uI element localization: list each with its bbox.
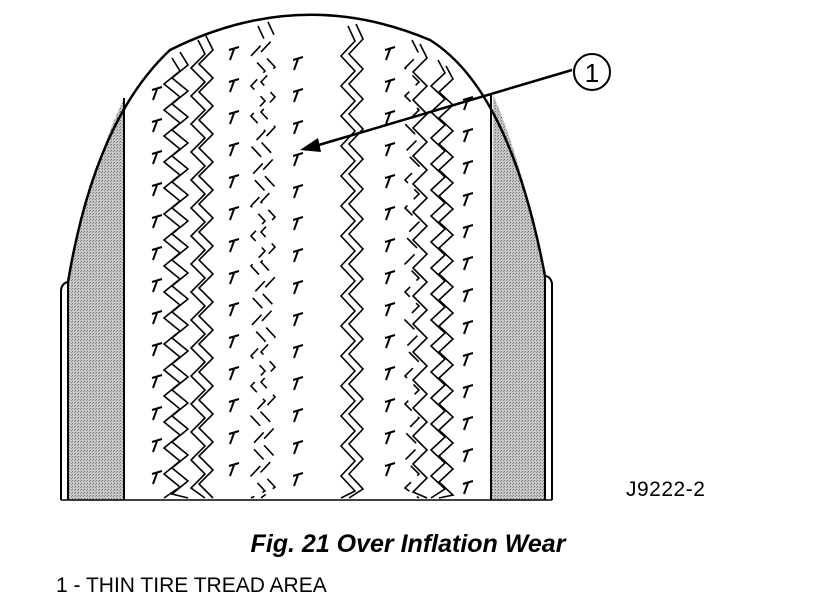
sipe-mark — [228, 398, 240, 413]
tread-groove — [429, 59, 447, 499]
sipe-mark — [228, 270, 240, 285]
sipe-mark — [462, 160, 474, 175]
sipe-mark — [151, 86, 163, 101]
tread-groove — [189, 39, 207, 499]
right-sidewall — [544, 274, 553, 500]
sipe-mark — [292, 152, 304, 167]
sipe-mark — [384, 142, 396, 157]
sipe-mark — [151, 150, 163, 165]
sipe-mark — [292, 248, 304, 263]
tread-groove — [437, 65, 455, 499]
sipe-mark — [384, 270, 396, 285]
sipe-mark — [384, 334, 396, 349]
legend-item: 1 - THIN TIRE TREAD AREA — [56, 574, 327, 597]
sipe-mark — [292, 376, 304, 391]
sipe-mark — [151, 246, 163, 261]
sipe-mark — [384, 366, 396, 381]
sipe-mark — [462, 128, 474, 143]
sipe-mark — [228, 174, 240, 189]
sipe-mark — [228, 142, 240, 157]
tread-groove — [403, 39, 421, 499]
sipe-mark — [151, 182, 163, 197]
sipe-mark — [462, 224, 474, 239]
callout-arrowhead — [300, 138, 321, 152]
sipe-mark — [384, 462, 396, 477]
sipe-mark — [292, 344, 304, 359]
tread-groove — [249, 25, 267, 499]
left-shoulder-shading — [68, 98, 124, 500]
sipe-mark — [462, 256, 474, 271]
callout-number: 1 — [585, 58, 599, 88]
sipe-mark — [292, 472, 304, 487]
left-sidewall — [60, 280, 69, 500]
figure-id: J9222-2 — [626, 478, 706, 501]
sipe-mark — [384, 238, 396, 253]
sipe-mark — [151, 438, 163, 453]
sipe-mark — [151, 374, 163, 389]
sipe-mark — [384, 398, 396, 413]
sipe-mark — [151, 406, 163, 421]
sipe-mark — [384, 430, 396, 445]
callout-circle — [573, 53, 611, 91]
sipe-mark — [151, 342, 163, 357]
figure-caption: Fig. 21 Over Inflation Wear — [250, 530, 566, 558]
callout-leader-line — [311, 68, 573, 149]
sipe-mark — [462, 288, 474, 303]
sipe-mark — [228, 430, 240, 445]
sipe-mark — [151, 470, 163, 485]
sipe-mark — [384, 174, 396, 189]
sipe-mark — [384, 206, 396, 221]
sipe-mark — [462, 192, 474, 207]
sipe-mark — [228, 462, 240, 477]
sipe-mark — [151, 310, 163, 325]
sipe-mark — [151, 214, 163, 229]
tread-groove — [339, 25, 357, 499]
sipe-mark — [292, 88, 304, 103]
sipe-mark — [228, 302, 240, 317]
tread-grooves — [162, 21, 455, 499]
sipe-mark — [462, 352, 474, 367]
tread-groove — [170, 51, 190, 499]
sipe-mark — [292, 120, 304, 135]
sipe-mark — [292, 408, 304, 423]
tire-outline — [66, 13, 547, 283]
sipe-mark — [462, 448, 474, 463]
sipe-mark — [462, 416, 474, 431]
sipe-mark — [292, 440, 304, 455]
sipe-mark — [292, 216, 304, 231]
sipe-mark — [384, 302, 396, 317]
tread-groove — [162, 57, 182, 499]
tread-groove — [197, 35, 215, 499]
sipe-mark — [292, 56, 304, 71]
tread-groove — [347, 23, 365, 499]
sipe-mark — [228, 366, 240, 381]
sipe-mark — [228, 110, 240, 125]
sipe-mark — [228, 78, 240, 93]
sipe-mark — [228, 238, 240, 253]
sipe-mark — [292, 184, 304, 199]
sipe-mark — [462, 320, 474, 335]
sipe-mark — [462, 384, 474, 399]
tread-groove — [411, 43, 429, 499]
sipe-mark — [384, 110, 396, 125]
sipe-mark — [384, 46, 396, 61]
sipe-mark — [151, 118, 163, 133]
right-shoulder-shading — [491, 94, 545, 500]
tread-groove — [259, 21, 277, 499]
sipe-mark — [228, 334, 240, 349]
sipe-mark — [151, 278, 163, 293]
sipe-mark — [292, 280, 304, 295]
sipe-mark — [462, 480, 474, 495]
sipe-mark — [228, 206, 240, 221]
sipe-mark — [228, 46, 240, 61]
sipe-mark — [384, 78, 396, 93]
sipe-mark — [292, 312, 304, 327]
